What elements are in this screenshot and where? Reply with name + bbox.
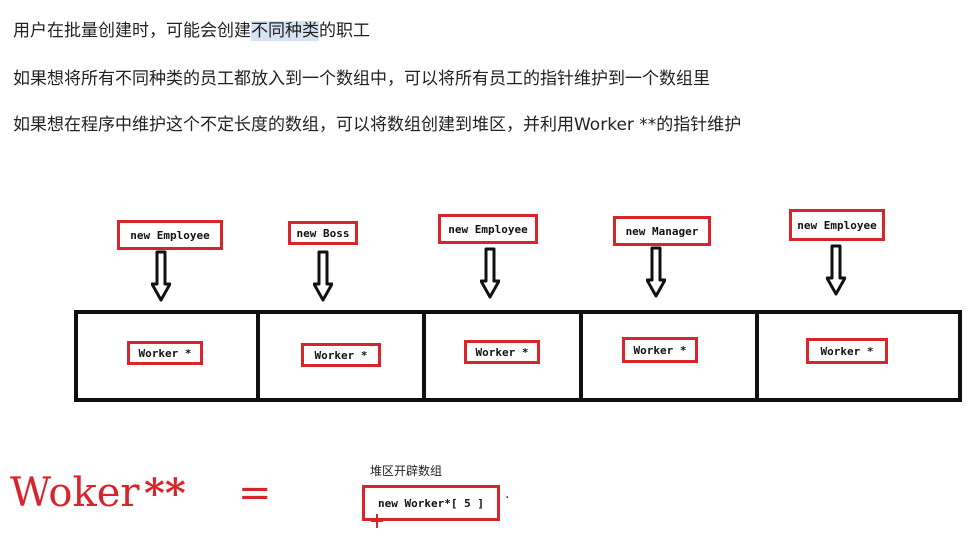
- cursor-plus-icon: [371, 514, 383, 528]
- heap-array: [74, 310, 962, 402]
- down-arrow-icon: [826, 244, 846, 296]
- heap-caption: 堆区开辟数组: [370, 464, 443, 478]
- down-arrow-icon: [480, 247, 500, 299]
- down-arrow-icon: [151, 250, 171, 302]
- text-line-2: 如果想将所有不同种类的员工都放入到一个数组中，可以将所有员工的指针维护到一个数组…: [13, 64, 710, 89]
- array-slot-4: Worker *: [622, 337, 698, 363]
- array-slot-2: Worker *: [301, 343, 381, 367]
- array-slot-5: Worker *: [806, 338, 888, 364]
- text-line-1-end: 的职工: [319, 21, 370, 41]
- text-line-1: 用户在批量创建时，可能会创建不同种类的职工: [13, 16, 370, 41]
- pointer-type-name: Woker: [10, 470, 140, 516]
- object-box-5: new Employee: [789, 209, 885, 241]
- down-arrow-icon: [313, 250, 333, 302]
- object-box-3: new Employee: [438, 214, 538, 244]
- equals-sign: =: [238, 470, 272, 516]
- array-slot-1: Worker *: [127, 341, 203, 365]
- text-line-1-highlight: 不同种类: [251, 21, 319, 41]
- text-line-2-body: 如果想将所有不同种类的员工都放入到一个数组中，可以将所有员工的指针维护到一个数组…: [13, 69, 710, 89]
- text-line-1-start: 用户在批量创建时，可能会创建: [13, 21, 251, 41]
- heap-allocation-box: new Worker*[ 5 ]: [362, 485, 500, 521]
- object-box-1: new Employee: [117, 220, 223, 250]
- array-slot-3: Worker *: [464, 340, 540, 364]
- array-divider: [256, 314, 260, 398]
- object-box-2: new Boss: [288, 221, 358, 245]
- array-divider: [422, 314, 426, 398]
- double-pointer-stars: **: [144, 470, 186, 517]
- stray-dot: ·: [505, 490, 510, 506]
- down-arrow-icon: [646, 246, 666, 298]
- text-line-3-body: 如果想在程序中维护这个不定长度的数组，可以将数组创建到堆区，并利用Worker …: [13, 115, 742, 135]
- array-divider: [755, 314, 759, 398]
- array-divider: [579, 314, 583, 398]
- text-line-3: 如果想在程序中维护这个不定长度的数组，可以将数组创建到堆区，并利用Worker …: [13, 110, 741, 135]
- object-box-4: new Manager: [613, 216, 711, 246]
